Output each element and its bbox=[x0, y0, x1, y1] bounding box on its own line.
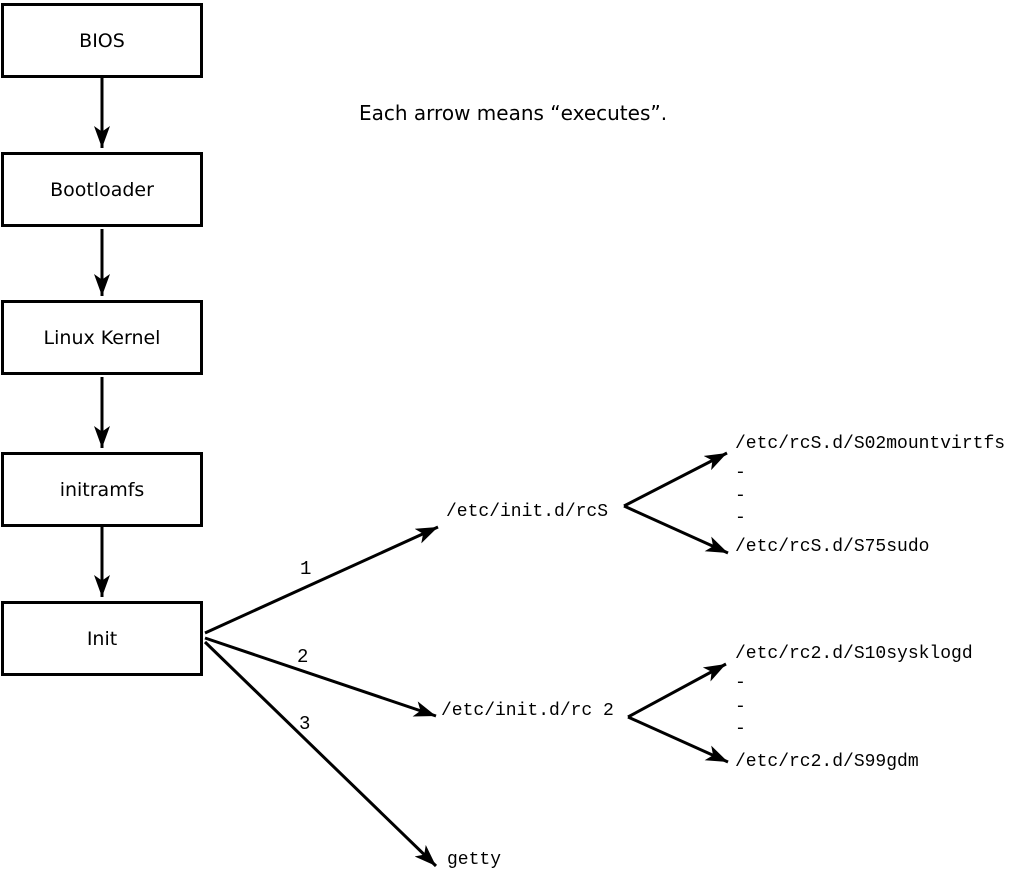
arrow-rcs-to-s02mountvirtfs bbox=[623, 451, 728, 508]
note-arrow-meaning: Each arrow means “executes”. bbox=[359, 101, 668, 125]
branch-target-rc2: /etc/init.d/rc 2 bbox=[441, 701, 614, 721]
branch-target-getty: getty bbox=[447, 850, 502, 870]
rc2-script-ellipsis-dash: - bbox=[735, 697, 746, 717]
rcs-script-ellipsis-dash: - bbox=[735, 486, 746, 506]
arrow-rc2-to-s10sysklogd bbox=[627, 662, 727, 719]
box-bootloader: Bootloader bbox=[1, 152, 203, 227]
rcs-script-ellipsis-dash: - bbox=[735, 463, 746, 483]
branch-number-3: 3 bbox=[299, 713, 311, 735]
rc2-script-s99gdm: /etc/rc2.d/S99gdm bbox=[735, 752, 919, 772]
arrow-rc2-to-s99gdm bbox=[627, 715, 729, 764]
box-init: Init bbox=[1, 601, 203, 676]
rcs-script-s02mountvirtfs: /etc/rcS.d/S02mountvirtfs bbox=[735, 434, 1006, 454]
rc2-script-s10sysklogd: /etc/rc2.d/S10sysklogd bbox=[735, 644, 973, 664]
rc2-script-ellipsis-dash: - bbox=[735, 719, 746, 739]
arrow-init-to-getty bbox=[203, 640, 438, 868]
rcs-script-s75sudo: /etc/rcS.d/S75sudo bbox=[735, 537, 930, 557]
rcs-script-ellipsis-dash: - bbox=[735, 508, 746, 528]
arrow-rcs-to-s75sudo bbox=[623, 504, 729, 555]
branch-number-1: 1 bbox=[300, 558, 312, 580]
box-initramfs: initramfs bbox=[1, 452, 203, 527]
rc2-script-ellipsis-dash: - bbox=[735, 673, 746, 693]
arrow-init-to-rc2 bbox=[204, 636, 437, 718]
arrow-init-to-rcs bbox=[204, 525, 439, 635]
box-bios: BIOS bbox=[1, 3, 203, 78]
branch-number-2: 2 bbox=[297, 646, 309, 668]
branch-target-rcs: /etc/init.d/rcS bbox=[446, 502, 609, 522]
box-linux-kernel: Linux Kernel bbox=[1, 300, 203, 375]
